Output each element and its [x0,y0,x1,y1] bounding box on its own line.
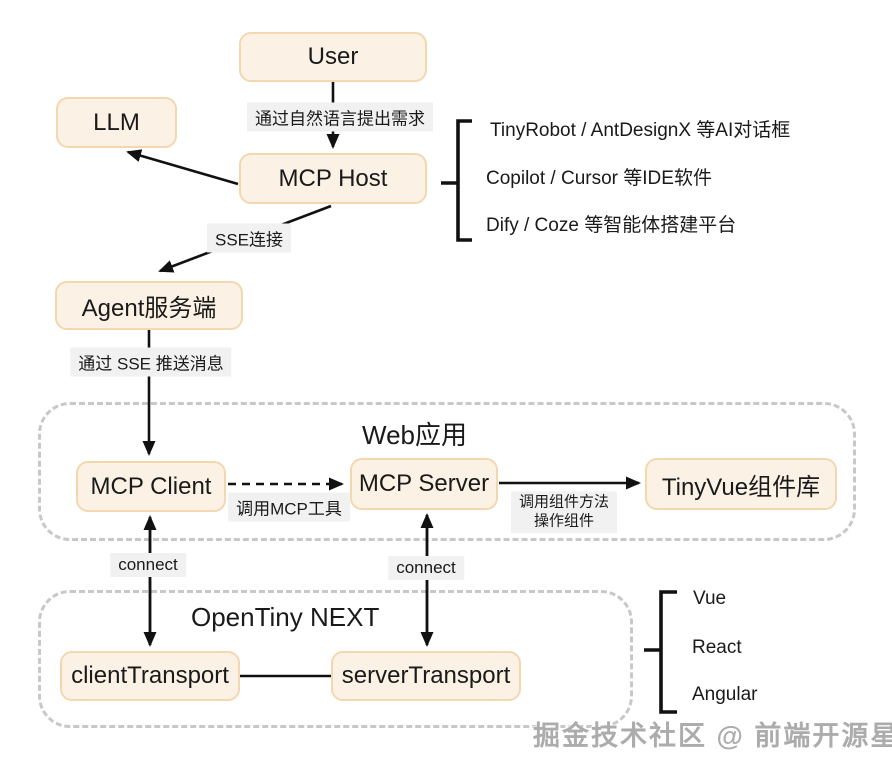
opentiny-next-container [38,590,633,728]
framework-react: React [692,637,742,658]
client-transport-node: clientTransport [60,651,240,701]
edge-label-call-component-line1: 调用组件方法 [518,493,610,511]
mcp-client-node: MCP Client [76,461,226,512]
agent-server-node: Agent服务端 [55,281,243,330]
web-app-title: Web应用 [362,420,467,450]
edge-label-sse-connect: SSE连接 [206,223,292,253]
edge-label-connect-left: connect [110,553,186,577]
edge-label-call-component: 调用组件方法 操作组件 [510,491,618,533]
edge-label-sse-push: 通过 SSE 推送消息 [70,347,232,377]
user-node: User [239,32,427,82]
host-example-ai-chat: TinyRobot / AntDesignX 等AI对话框 [490,120,791,141]
mcp-server-node: MCP Server [350,458,498,510]
watermark: 掘金技术社区 @ 前端开源星球 [533,721,892,751]
server-transport-node: serverTransport [331,651,521,701]
tinyvue-node: TinyVue组件库 [645,458,837,510]
edge-label-natural-language: 通过自然语言提出需求 [247,102,433,132]
edge-label-call-mcp-tool: 调用MCP工具 [228,492,350,522]
host-example-ide: Copilot / Cursor 等IDE软件 [486,168,712,189]
web-app-container [38,402,856,541]
framework-angular: Angular [692,684,758,705]
framework-vue: Vue [693,588,727,609]
mcp-host-node: MCP Host [239,153,427,204]
edge-label-call-component-line2: 操作组件 [533,512,595,529]
llm-node: LLM [56,97,177,148]
edge-label-connect-right: connect [388,556,464,580]
opentiny-next-title: OpenTiny NEXT [191,602,380,632]
host-example-agent-platform: Dify / Coze 等智能体搭建平台 [486,215,737,236]
